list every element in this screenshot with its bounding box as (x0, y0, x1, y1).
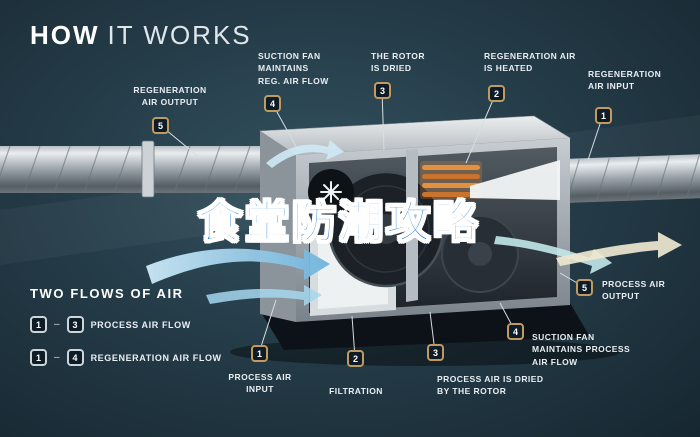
unit-left-face (260, 131, 296, 322)
legend-row-regeneration-air: 1 – 4 REGENERATION AIR FLOW (30, 349, 222, 366)
badge-suction-fan-process-air: 4 (507, 323, 524, 340)
badge-regeneration-air-output: 5 (152, 117, 169, 134)
title-it-works: IT WORKS (107, 20, 252, 50)
process-rotor (441, 215, 519, 293)
badge-rotor-dried: 3 (374, 82, 391, 99)
legend-separator: – (54, 352, 60, 363)
badge-process-air-output: 5 (576, 279, 593, 296)
process-air-outflow-arrow (494, 236, 612, 274)
label-process-air-output: PROCESS AIR OUTPUT (602, 279, 666, 302)
label-regeneration-air-heated: REGENERATION AIR IS HEATED (484, 51, 576, 74)
label-regeneration-air-input: REGENERATION AIR INPUT (588, 69, 662, 92)
badge-process-air-input: 1 (251, 345, 268, 362)
process-air-inflow-arrow (146, 248, 330, 284)
badge-process-air-dried: 3 (427, 344, 444, 361)
label-rotor-dried: THE ROTOR IS DRIED (371, 51, 425, 74)
air-cone (470, 160, 560, 200)
legend-badge-from: 1 (30, 316, 47, 333)
regen-air-outflow-arrow (556, 232, 682, 266)
suction-fan (308, 169, 354, 215)
chinese-overlay-text: 食堂防潮攻略 (197, 196, 480, 249)
label-suction-fan-process-air: SUCTION FAN MAINTAINS PROCESS AIR FLOW (532, 332, 631, 367)
label-regeneration-air-output: REGENERATION AIR OUTPUT (133, 85, 207, 108)
label-filtration: FILTRATION (329, 386, 383, 396)
legend-separator: – (54, 319, 60, 330)
legend-badge-from: 1 (30, 349, 47, 366)
regen-air-arrow-top (266, 140, 344, 168)
legend-badge-to: 4 (66, 349, 84, 366)
process-air-inflow-arrow-2 (206, 285, 322, 306)
badge-filtration: 2 (347, 350, 364, 367)
badge-regeneration-air-input: 1 (595, 107, 612, 124)
title-how: HOW (30, 20, 100, 50)
divider-panel (406, 149, 418, 302)
badge-regeneration-air-heated: 2 (488, 85, 505, 102)
badge-suction-fan-reg-air: 4 (264, 95, 281, 112)
legend-badge-to: 3 (66, 316, 84, 333)
label-process-air-dried: PROCESS AIR IS DRIED BY THE ROTOR (437, 374, 544, 397)
legend-row-process-air: 1 – 3 PROCESS AIR FLOW (30, 316, 191, 333)
label-process-air-input: PROCESS AIR INPUT (228, 372, 292, 395)
label-suction-fan-reg-air: SUCTION FAN MAINTAINS REG. AIR FLOW (258, 51, 329, 86)
heater (420, 161, 482, 199)
legend-title: TWO FLOWS OF AIR (30, 286, 184, 301)
legend-label-process-air: PROCESS AIR FLOW (90, 319, 191, 330)
legend-label-regeneration-air: REGENERATION AIR FLOW (90, 352, 222, 363)
